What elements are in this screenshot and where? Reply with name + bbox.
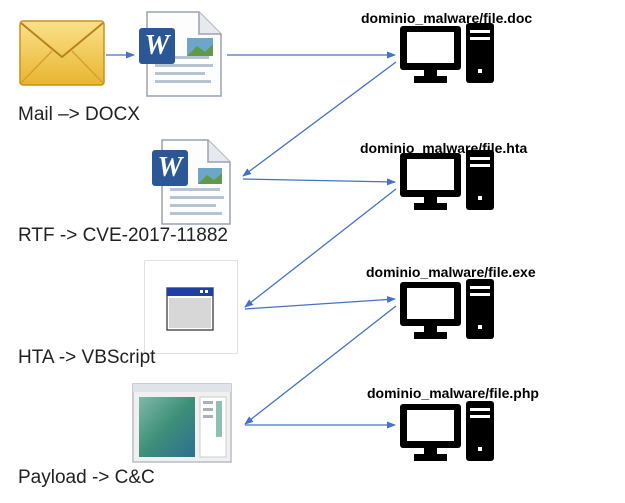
arrow-server2-to-hta	[244, 188, 397, 308]
stage-label: RTF -> CVE-2017-11882	[18, 225, 228, 246]
stage-label: Mail –> DOCX	[18, 104, 140, 125]
svg-text:W: W	[158, 152, 185, 183]
computer-icon	[400, 279, 494, 339]
hta-window-icon	[144, 260, 238, 354]
mail-envelope-icon	[19, 20, 105, 86]
computer-icon	[400, 150, 494, 210]
arrow-hta-to-server3	[244, 296, 396, 310]
malware-url-label: dominio_malware/file.doc	[361, 10, 533, 26]
stage-label: HTA -> VBScript	[18, 347, 156, 368]
arrow-server1-to-rtf	[242, 61, 397, 177]
malware-url-label: dominio_malware/file.hta	[360, 140, 528, 156]
payload-window-icon	[132, 383, 232, 463]
malware-url-label: dominio_malware/file.exe	[366, 264, 536, 280]
word-docx-icon: W	[139, 11, 222, 97]
word-rtf-icon: W	[152, 139, 231, 225]
arrow-rtf-to-server2	[242, 178, 396, 186]
arrow-server3-to-payload	[244, 305, 397, 425]
computer-icon	[400, 23, 494, 83]
stage-label: Payload -> C&C	[18, 467, 155, 488]
svg-text:W: W	[145, 30, 172, 61]
computer-icon	[400, 401, 494, 461]
malware-url-label: dominio_malware/file.php	[367, 385, 539, 401]
